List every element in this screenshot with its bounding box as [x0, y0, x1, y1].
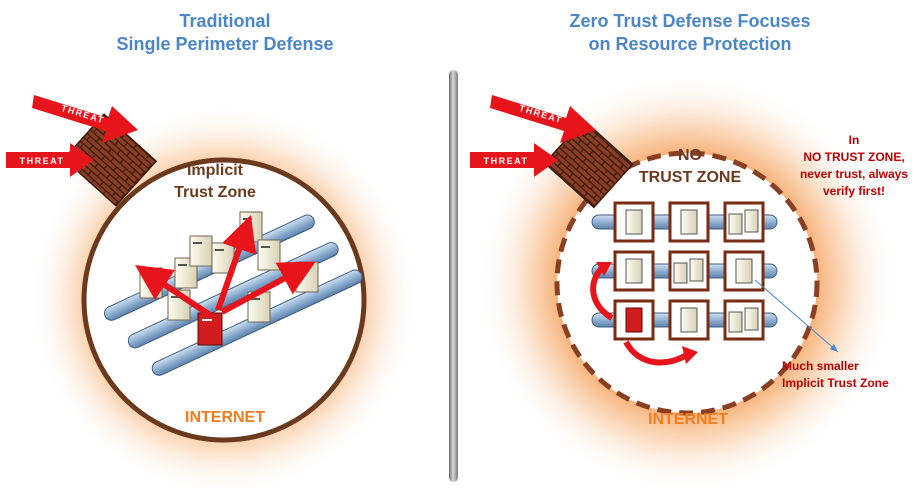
no-trust-line2: TRUST ZONE: [638, 169, 742, 186]
implicit-label-line2: Trust Zone: [174, 184, 256, 201]
smaller-zone-line1: Much smaller: [782, 359, 859, 373]
right-panel-title: Zero Trust Defense Focuses on Resource P…: [510, 10, 870, 56]
protected-server-box: [668, 201, 710, 243]
panel-divider: [449, 70, 458, 482]
right-internet-label: INTERNET: [648, 411, 728, 428]
protected-server-box: [723, 201, 765, 243]
smaller-zone-note: Much smaller Implicit Trust Zone: [782, 358, 912, 392]
no-trust-line1: NO: [678, 147, 702, 164]
left-internet-label: INTERNET: [185, 409, 265, 426]
left-threat-spread-arrows: [135, 214, 316, 318]
protected-server-box: [723, 250, 765, 292]
right-title-line2: on Resource Protection: [588, 34, 792, 54]
no-trust-note: In NO TRUST ZONE, never trust, always ve…: [790, 132, 918, 200]
right-blocked-threat-arrows: [590, 262, 698, 366]
left-threat-arrow-bottom: THREAT: [6, 143, 94, 177]
smaller-zone-line2: Implicit Trust Zone: [782, 376, 889, 390]
note-line2: NO TRUST ZONE,: [803, 150, 905, 164]
protected-server-box: [668, 250, 710, 292]
note-line3: never trust, always: [799, 167, 909, 181]
protected-server-box: [613, 201, 655, 243]
note-line1: In: [848, 133, 860, 147]
compromised-server-box: [613, 299, 655, 341]
smaller-zone-pointer: [754, 279, 839, 353]
no-trust-zone-label: NO TRUST ZONE: [615, 145, 765, 189]
protected-server-box: [668, 299, 710, 341]
right-firewall: [543, 118, 634, 209]
server-icon: [295, 261, 319, 293]
right-server-boxes: [613, 201, 765, 341]
left-title-line2: Single Perimeter Defense: [116, 34, 334, 54]
threat-label: THREAT: [20, 156, 65, 166]
note-line4: verify first!: [822, 184, 886, 198]
implicit-trust-zone-label: Implicit Trust Zone: [150, 160, 280, 204]
right-title-line1: Zero Trust Defense Focuses: [569, 11, 811, 31]
protected-server-box: [613, 250, 655, 292]
server-icon: [189, 235, 213, 267]
protected-server-box: [723, 299, 765, 341]
server-icon: [257, 239, 281, 271]
implicit-label-line1: Implicit: [186, 162, 243, 179]
compromised-server-icon: [197, 312, 223, 346]
threat-label: THREAT: [484, 156, 529, 166]
left-title-line1: Traditional: [179, 11, 271, 31]
left-panel-title: Traditional Single Perimeter Defense: [60, 10, 390, 56]
left-firewall: [62, 113, 158, 207]
right-threat-arrow-bottom: THREAT: [470, 143, 558, 177]
